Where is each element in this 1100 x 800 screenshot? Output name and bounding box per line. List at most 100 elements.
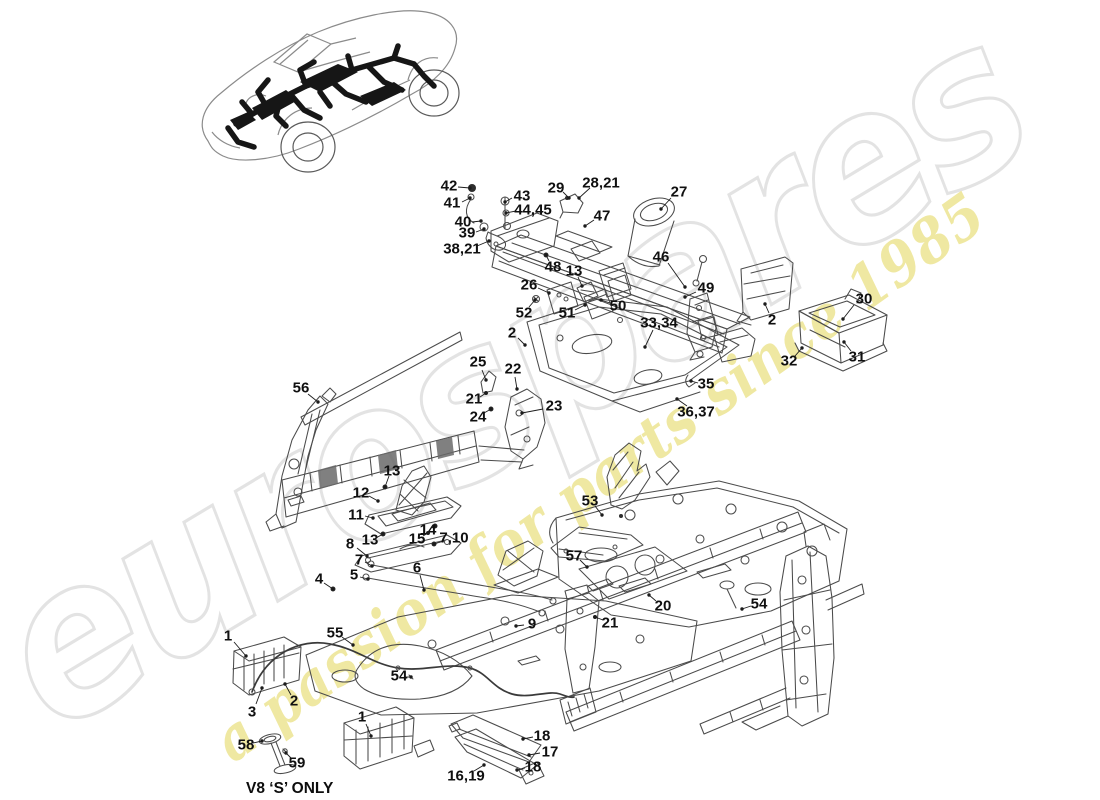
- fastener-dot: [489, 407, 493, 411]
- leader-line: [574, 304, 586, 311]
- fastener-dot: [383, 485, 387, 489]
- fastener-dot: [567, 196, 571, 200]
- part-label: 16,19: [447, 768, 485, 785]
- part-label: 4: [315, 571, 324, 588]
- part-small-brackets-48-52: [531, 252, 632, 320]
- part-label: 52: [516, 305, 533, 322]
- fastener-dot: [260, 686, 264, 690]
- part-sill-rail-57: [435, 511, 807, 671]
- fastener-dot: [740, 607, 744, 611]
- part-label: 53: [582, 493, 599, 510]
- fastener-dot: [376, 499, 380, 503]
- part-label: 43: [514, 188, 531, 205]
- leader-line: [433, 540, 445, 545]
- fastener-dot: [504, 211, 508, 215]
- part-box-30-31: [794, 288, 888, 372]
- fastener-dot: [484, 391, 488, 395]
- leader-line: [528, 752, 541, 756]
- leader-line: [255, 687, 263, 705]
- part-floor-upper-54: [549, 480, 848, 628]
- fastener-dot: [763, 302, 767, 306]
- leader-line: [843, 341, 852, 352]
- part-brackets-22-25: [480, 370, 546, 470]
- fastener-dot: [316, 400, 320, 404]
- fastener-dot: [520, 411, 524, 415]
- leader-line: [514, 376, 518, 390]
- part-bracket-53: [606, 442, 680, 510]
- fastener-dot: [351, 643, 355, 647]
- part-label: 2: [508, 325, 516, 342]
- part-label: 23: [546, 398, 563, 415]
- fastener-dot: [583, 303, 587, 307]
- part-label: 7: [355, 552, 363, 569]
- part-label: 51: [559, 305, 576, 322]
- part-label: 27: [671, 184, 688, 201]
- leader-line: [323, 582, 334, 590]
- part-crossmember-46: [490, 212, 756, 363]
- leader-line: [660, 197, 672, 210]
- part-label: 22: [505, 361, 522, 378]
- fastener-dot: [533, 298, 537, 302]
- leader-line: [457, 186, 471, 189]
- leader-line: [481, 369, 487, 381]
- leader-line: [794, 347, 803, 357]
- part-label: 31: [849, 349, 866, 366]
- fastener-dot: [260, 739, 264, 743]
- leader-line: [584, 219, 595, 227]
- fastener-dot: [331, 587, 335, 591]
- part-label: 33,34: [640, 315, 678, 332]
- part-label: 17: [542, 744, 559, 761]
- fastener-dot: [683, 285, 687, 289]
- fastener-dot: [503, 200, 507, 204]
- part-label: 18: [534, 728, 551, 745]
- part-label: 38,21: [443, 241, 481, 258]
- fastener-dot: [433, 524, 437, 528]
- fastener-dot: [484, 378, 488, 382]
- part-label: 32: [781, 353, 798, 370]
- part-label: 21: [602, 615, 619, 632]
- fastener-dot: [468, 196, 472, 200]
- part-label: 59: [289, 755, 306, 772]
- fastener-dot: [426, 531, 430, 535]
- fastener-dot: [544, 253, 548, 257]
- part-label: 36,37: [677, 404, 715, 421]
- fastener-dot: [523, 343, 527, 347]
- part-label: 57: [566, 548, 583, 565]
- fastener-dot: [371, 516, 375, 520]
- part-label: 30: [856, 291, 873, 308]
- part-cable-55: [248, 642, 575, 699]
- part-label: 25: [470, 354, 487, 371]
- leader-line: [676, 398, 688, 407]
- part-label: 42: [441, 178, 458, 195]
- fastener-dot: [689, 379, 693, 383]
- leader-line: [365, 723, 372, 737]
- leader-line: [594, 505, 603, 516]
- fastener-dot: [583, 224, 587, 228]
- rear-wheel: [408, 69, 460, 117]
- leader-line: [356, 547, 368, 557]
- part-label: 18: [525, 759, 542, 776]
- part-bracket-2-right: [736, 256, 794, 326]
- part-center-plates-5-15: [354, 465, 644, 617]
- part-label: 40: [455, 214, 472, 231]
- fastener-dot: [600, 513, 604, 517]
- fastener-dot: [381, 532, 385, 536]
- fastener-dot: [675, 397, 679, 401]
- part-label: 28,21: [582, 175, 620, 192]
- part-label: 44,45: [514, 202, 552, 219]
- fastener-dot: [284, 751, 288, 755]
- fastener-dot: [841, 317, 845, 321]
- car-overview-thumbnail: [201, 10, 460, 173]
- leader-line: [537, 287, 550, 294]
- fastener-dot: [409, 675, 413, 679]
- fastener-dot: [479, 219, 483, 223]
- part-label: 9: [528, 616, 536, 633]
- fastener-dot: [585, 565, 589, 569]
- fastener-dot: [659, 207, 663, 211]
- leader-line: [684, 291, 697, 298]
- leader-line: [284, 683, 292, 696]
- part-label: 46: [653, 249, 670, 266]
- front-wheel: [280, 121, 336, 173]
